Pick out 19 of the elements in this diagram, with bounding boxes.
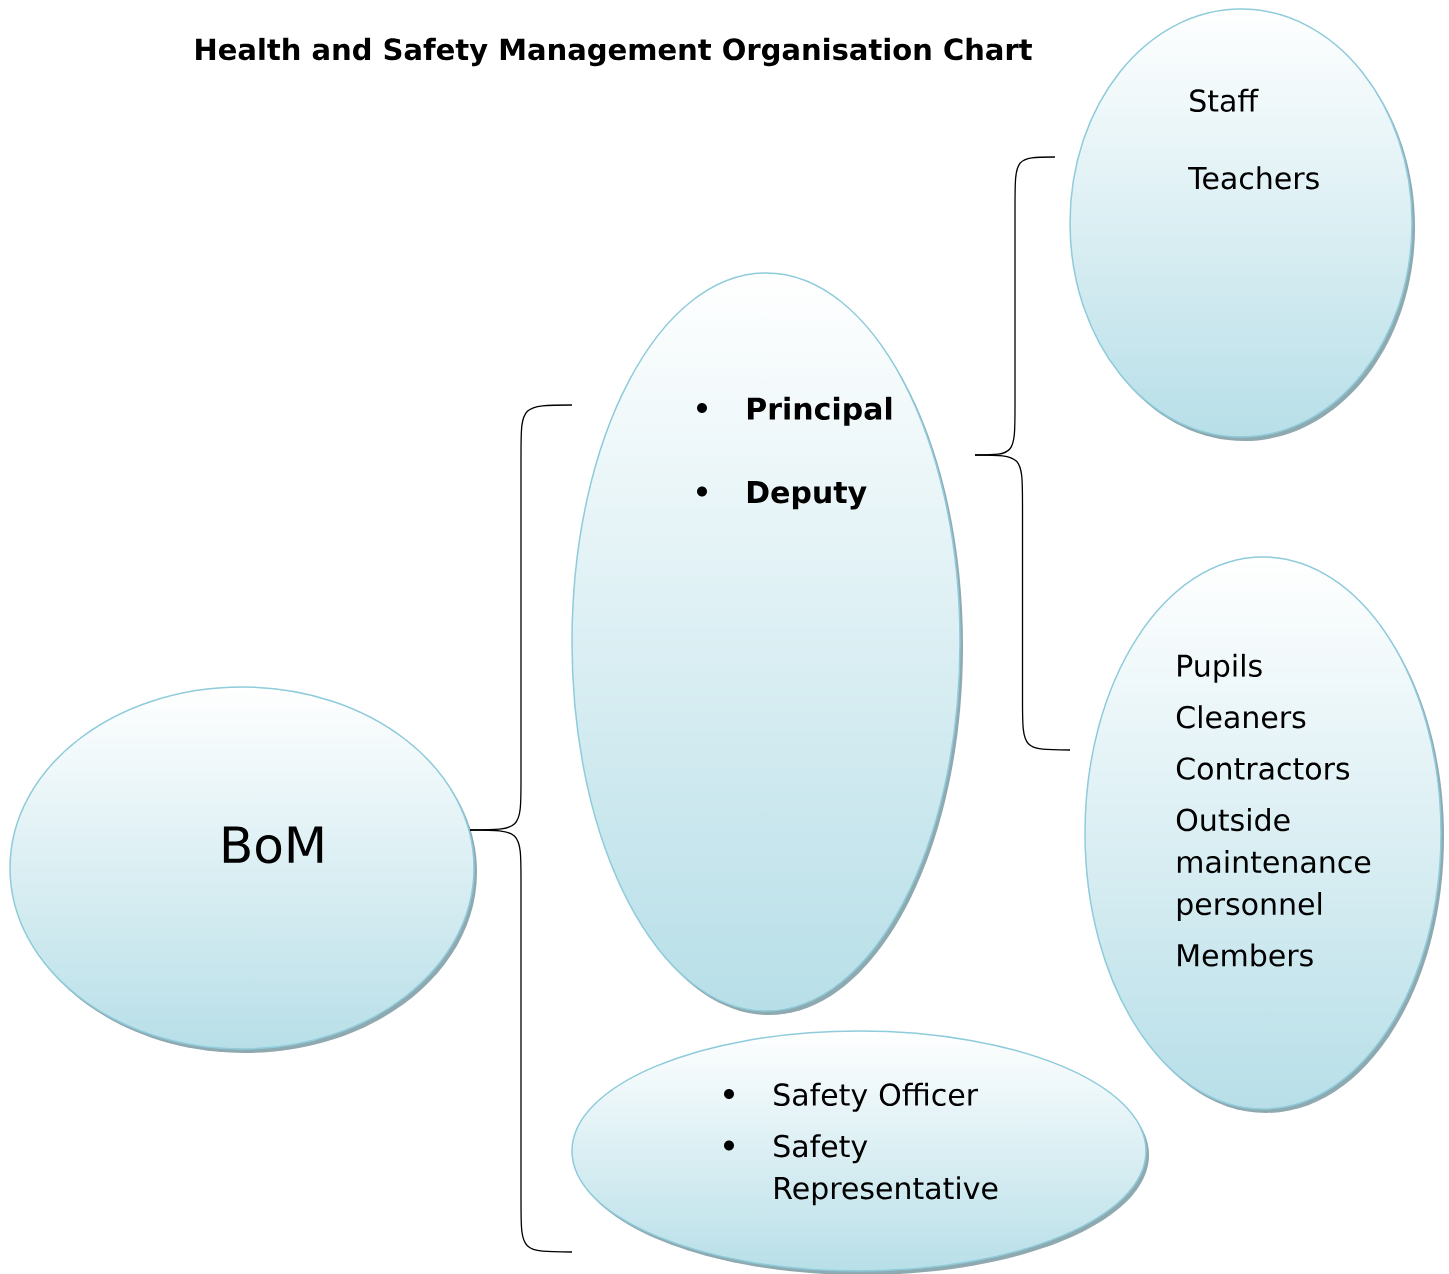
list-item: Pupils [1178, 653, 1262, 683]
list-item: Staff [1190, 88, 1259, 112]
ellipse-node: BoM [9, 686, 477, 1053]
list-item: Cleaners [1176, 705, 1306, 729]
list-item: Members [1178, 943, 1313, 967]
list-item: Teachers [1188, 166, 1319, 190]
bullet-item: Deputy [697, 481, 867, 510]
ellipse-node [1069, 8, 1415, 441]
brace-connector [469, 829, 573, 1253]
ellipse-node [1084, 556, 1444, 1113]
bullet-item: Principal [697, 396, 892, 426]
ellipse-node [571, 272, 963, 1015]
bullet-item: Safety Representative [724, 1134, 998, 1206]
ellipse-node [571, 1030, 1149, 1274]
bullet-item: Safety Officer [724, 1082, 979, 1112]
list-item: Outside maintenance personnel [1176, 808, 1371, 922]
list-item: Contractors [1176, 757, 1350, 780]
brace-connector [974, 454, 1071, 751]
chart-title: Health and Safety Management Organisation Chart [196, 37, 1032, 67]
